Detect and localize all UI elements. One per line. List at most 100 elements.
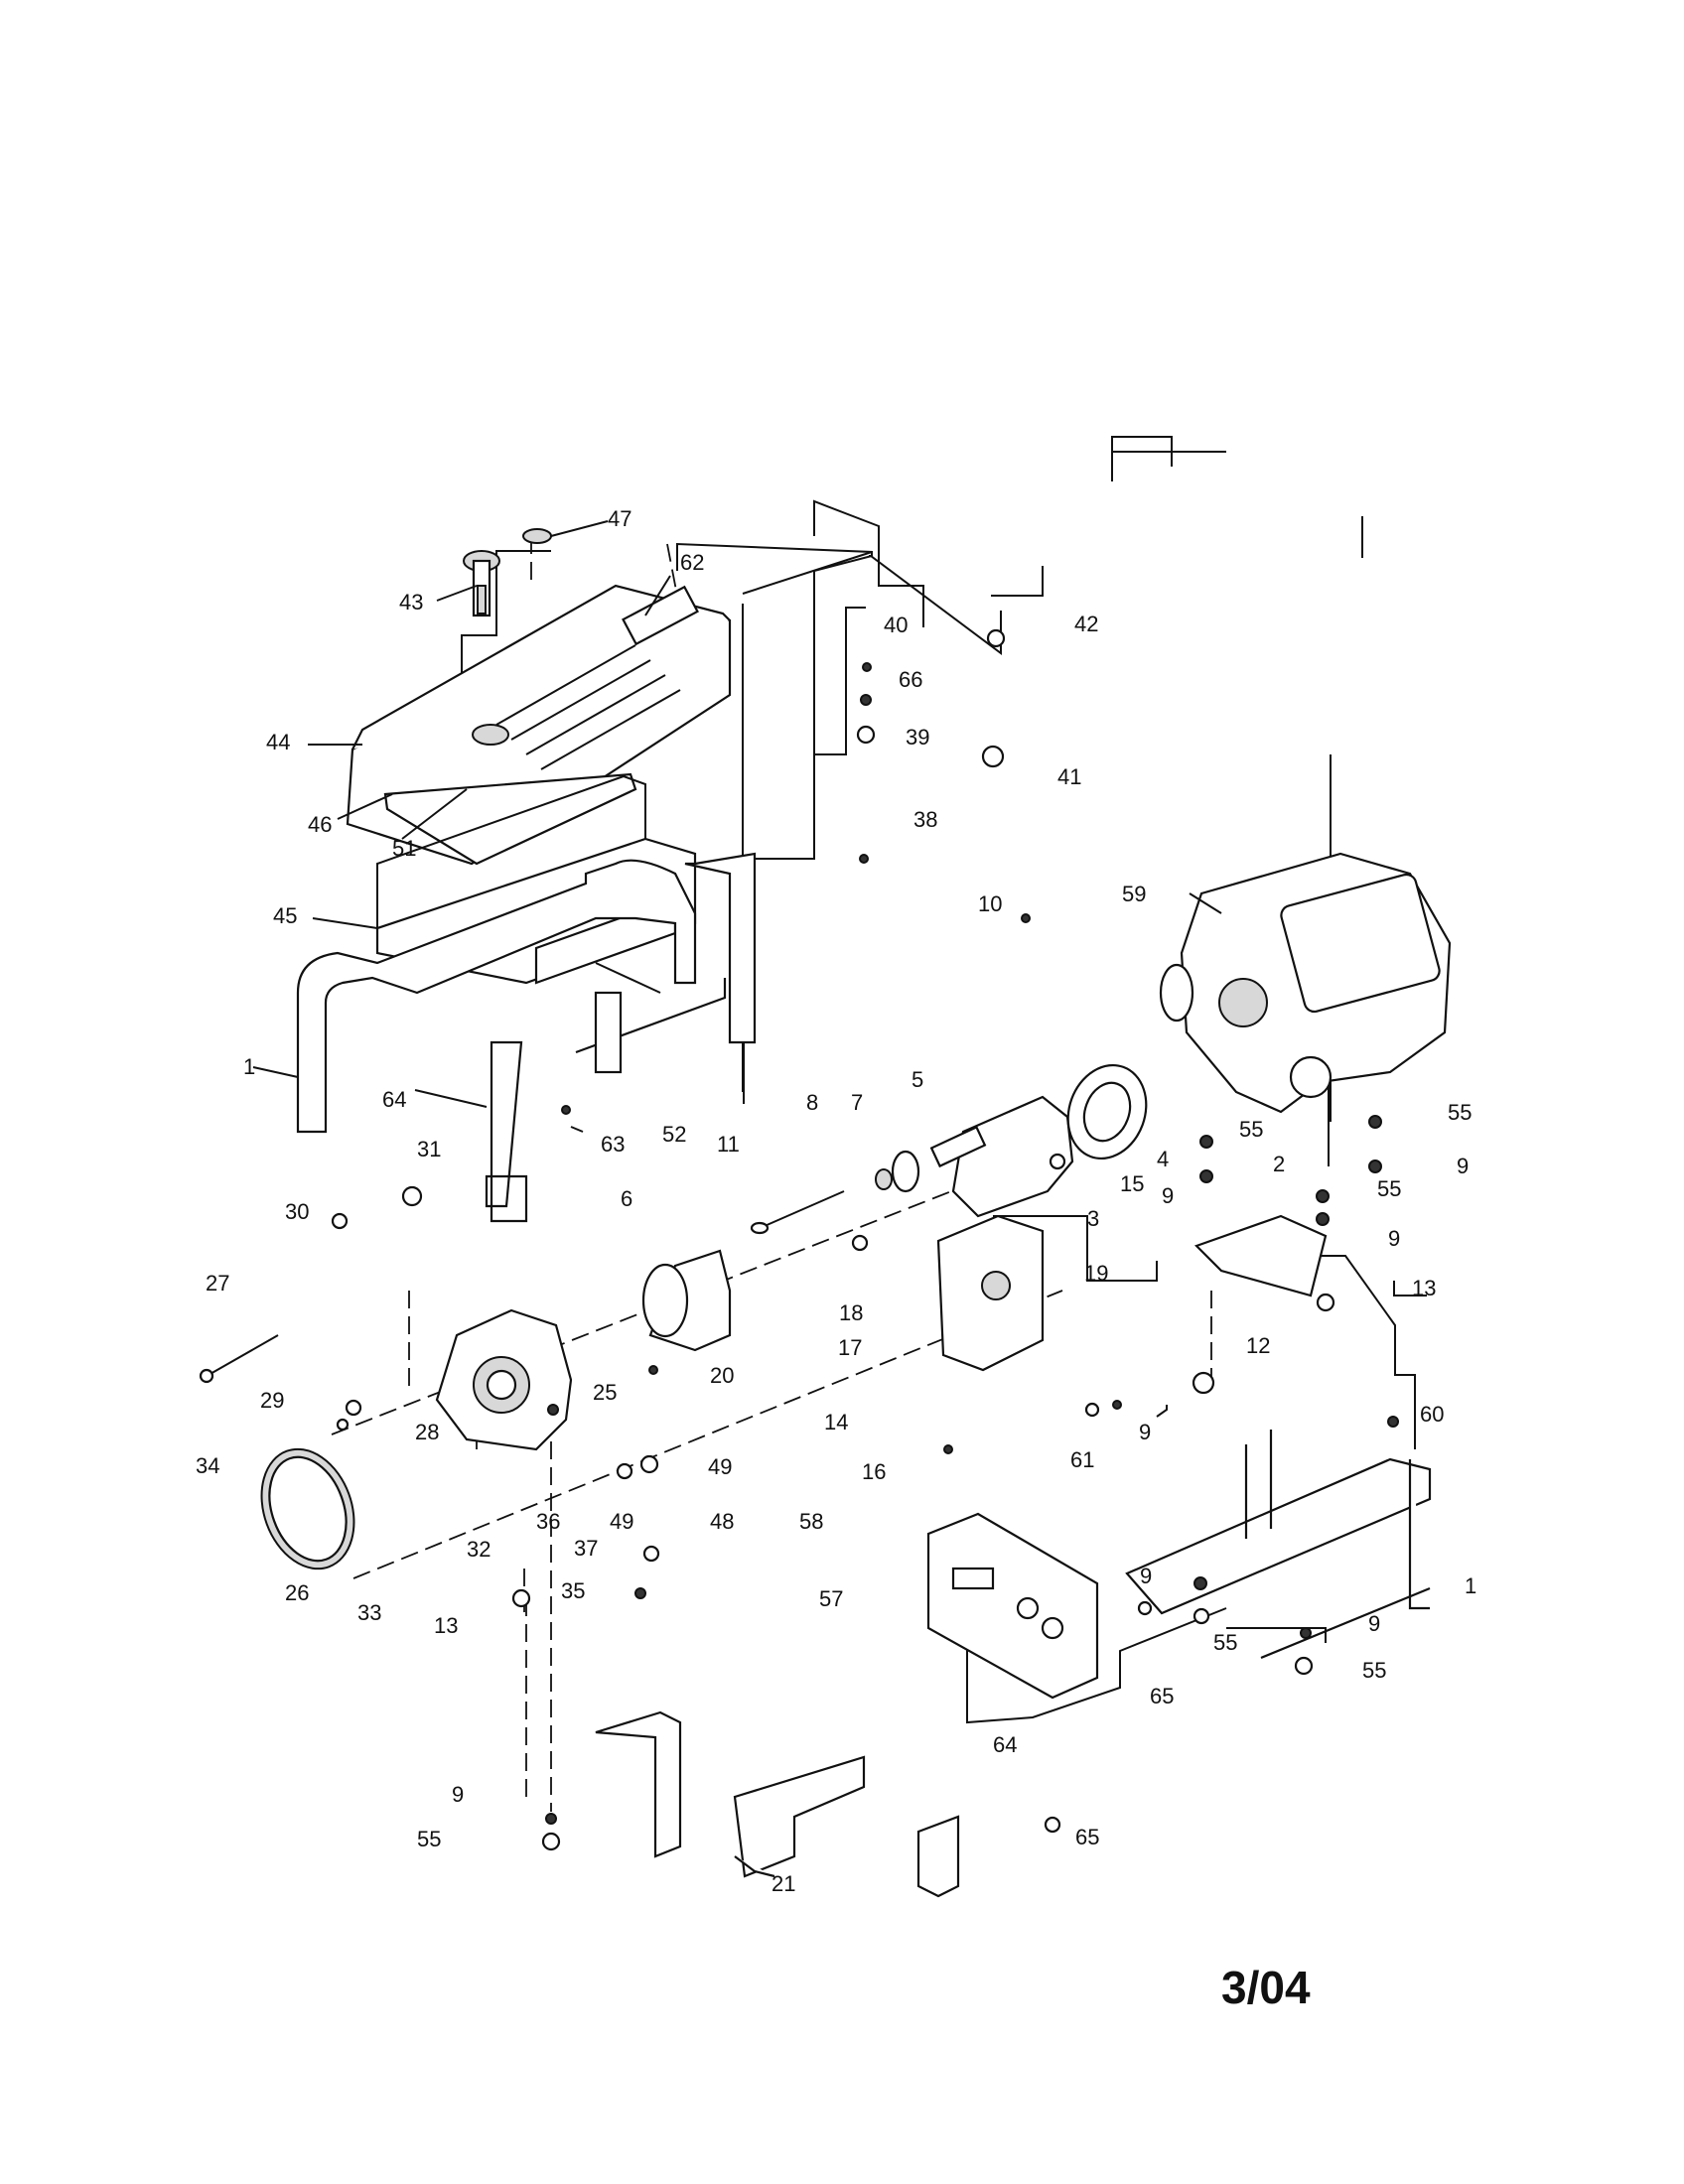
frame-bottom [595, 1710, 866, 1878]
callout-41: 41 [1057, 764, 1081, 789]
callout-7: 7 [851, 1090, 863, 1115]
frame-right [1125, 1430, 1432, 1660]
callout-39: 39 [906, 725, 929, 750]
tank-gasket [383, 772, 637, 866]
callout-65-a: 65 [1150, 1684, 1174, 1708]
callout-55-e: 55 [1362, 1658, 1386, 1683]
bearing-washers [875, 1150, 920, 1193]
control-panel [926, 1512, 1099, 1700]
callout-59: 59 [1122, 882, 1146, 906]
callout-52: 52 [662, 1122, 686, 1147]
callout-1-right: 1 [1465, 1573, 1476, 1598]
callout-27: 27 [206, 1271, 229, 1296]
callout-9-c: 9 [1388, 1226, 1400, 1251]
callout-35: 35 [561, 1578, 585, 1603]
date-code: 3/04 [1221, 1962, 1311, 2013]
callout-64-lower: 64 [993, 1732, 1017, 1757]
callout-31: 31 [417, 1137, 441, 1161]
callout-19: 19 [1084, 1261, 1108, 1286]
hardware-fasteners [331, 628, 1399, 1851]
callout-12: 12 [1246, 1333, 1270, 1358]
callout-49-b: 49 [610, 1509, 633, 1534]
center-lines [331, 536, 1212, 1812]
callout-13-a: 13 [1412, 1276, 1436, 1300]
callout-9-d: 9 [1139, 1420, 1151, 1444]
callout-16: 16 [862, 1459, 886, 1484]
callout-55-f: 55 [417, 1827, 441, 1851]
callout-55-c: 55 [1377, 1176, 1401, 1201]
callout-43: 43 [399, 590, 423, 614]
callout-32: 32 [467, 1537, 491, 1562]
fan [1066, 1063, 1148, 1160]
callout-20: 20 [710, 1363, 734, 1388]
callout-46: 46 [308, 812, 332, 837]
callout-42: 42 [1074, 612, 1098, 636]
callout-57: 57 [819, 1586, 843, 1611]
callout-labels: 47 43 62 40 42 66 39 41 44 46 51 38 45 1… [196, 506, 1476, 1896]
callout-34: 34 [196, 1453, 219, 1478]
callout-14: 14 [824, 1410, 848, 1434]
callout-11: 11 [717, 1132, 740, 1157]
callout-38: 38 [913, 807, 937, 832]
callout-61: 61 [1070, 1447, 1094, 1472]
callout-62: 62 [680, 550, 704, 575]
callout-65-b: 65 [1075, 1825, 1099, 1849]
callout-15: 15 [1120, 1171, 1144, 1196]
callout-64-upper: 64 [382, 1087, 406, 1112]
callout-13-b: 13 [434, 1613, 458, 1638]
callout-8: 8 [806, 1090, 818, 1115]
callout-63: 63 [601, 1132, 625, 1157]
callout-18: 18 [839, 1300, 863, 1325]
callout-17: 17 [838, 1335, 862, 1360]
callout-9-a: 9 [1457, 1154, 1469, 1178]
bolts [199, 1190, 845, 1384]
callout-26: 26 [285, 1580, 309, 1605]
stator [641, 1249, 732, 1352]
callout-33: 33 [357, 1600, 381, 1625]
rotor [929, 1095, 1074, 1218]
callout-1-left: 1 [243, 1054, 255, 1079]
callout-2: 2 [1273, 1152, 1285, 1176]
callout-48: 48 [710, 1509, 734, 1534]
callout-44: 44 [266, 730, 290, 754]
callout-60: 60 [1420, 1402, 1444, 1427]
frame-left [296, 852, 757, 1134]
callout-55-d: 55 [1213, 1630, 1237, 1655]
callout-6: 6 [621, 1186, 632, 1211]
callout-40: 40 [884, 613, 908, 637]
mounting-bracket-lower [916, 1815, 960, 1898]
control-box [936, 1214, 1045, 1372]
callout-10: 10 [978, 891, 1002, 916]
callout-47: 47 [608, 506, 632, 531]
callout-55-a: 55 [1448, 1100, 1472, 1125]
callout-28: 28 [415, 1420, 439, 1444]
engine-mount-bracket [1193, 1214, 1328, 1297]
wire-runs [442, 436, 1416, 1449]
end-cover-grille [260, 1447, 355, 1570]
callout-leaders [252, 520, 1222, 1133]
callout-45: 45 [273, 903, 297, 928]
callout-51: 51 [392, 836, 416, 861]
callout-9-g: 9 [452, 1782, 464, 1807]
engine [1159, 852, 1452, 1114]
callout-5: 5 [912, 1067, 923, 1092]
callout-9-b: 9 [1162, 1183, 1174, 1208]
callout-36: 36 [536, 1509, 560, 1534]
callout-9-f: 9 [1368, 1611, 1380, 1636]
callout-4: 4 [1157, 1147, 1169, 1171]
callout-49-a: 49 [708, 1454, 732, 1479]
callout-21: 21 [772, 1871, 795, 1896]
callout-30: 30 [285, 1199, 309, 1224]
callout-58: 58 [799, 1509, 823, 1534]
rear-bearing-carrier [435, 1308, 573, 1451]
callout-55-b: 55 [1239, 1117, 1263, 1142]
callout-9-e: 9 [1140, 1564, 1152, 1588]
callout-66: 66 [899, 667, 922, 692]
callout-29: 29 [260, 1388, 284, 1413]
fuel-gauge [522, 528, 552, 544]
callout-3: 3 [1087, 1206, 1099, 1231]
callout-25: 25 [593, 1380, 617, 1405]
callout-37: 37 [574, 1536, 598, 1561]
mounting-bracket-upper [485, 1040, 528, 1223]
